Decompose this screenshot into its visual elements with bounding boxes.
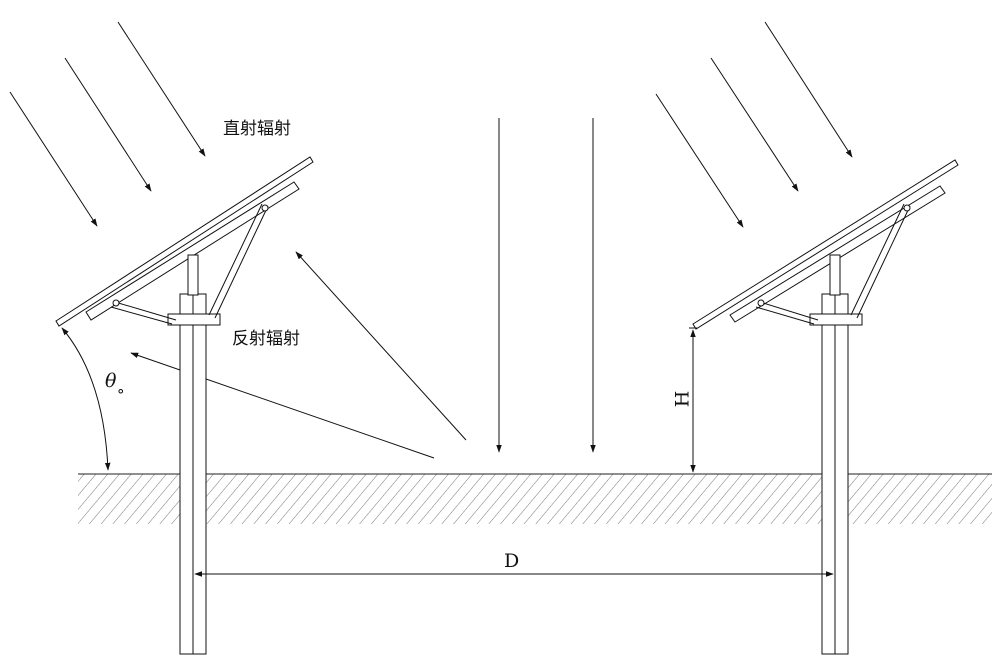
left-solar-panel bbox=[55, 156, 314, 327]
tilt-angle-arc bbox=[61, 327, 111, 471]
right-panel-rail bbox=[729, 185, 946, 323]
right-solar-panel bbox=[692, 159, 959, 330]
right-brace bbox=[856, 205, 911, 319]
sun-ray-arrow bbox=[9, 91, 98, 227]
reflected-radiation-label: 反射辐射 bbox=[232, 329, 300, 349]
direct-radiation-label: 直射辐射 bbox=[223, 119, 291, 139]
sun-ray-arrow bbox=[764, 21, 853, 158]
right-solar-mount bbox=[692, 159, 959, 655]
left-post-cap bbox=[167, 313, 221, 326]
left-panel-rail bbox=[85, 181, 300, 321]
sun-ray-arrow bbox=[117, 21, 206, 157]
left-solar-mount bbox=[55, 156, 314, 655]
direct-radiation-rays bbox=[9, 21, 853, 453]
tilt-angle-unit: ° bbox=[117, 386, 125, 404]
ground bbox=[78, 473, 992, 524]
reflected-ray-arrow bbox=[295, 251, 467, 441]
sun-ray-arrow bbox=[655, 93, 744, 228]
sun-ray-arrow bbox=[64, 57, 152, 192]
right-post-cap bbox=[809, 313, 863, 326]
height-dimension bbox=[689, 327, 697, 473]
tilt-angle-indicator bbox=[61, 327, 111, 471]
reflected-ray-arrow bbox=[130, 352, 435, 459]
tilt-angle-symbol: θ bbox=[105, 370, 117, 392]
row-spacing-label: D bbox=[504, 550, 520, 572]
mount-height-label: H bbox=[671, 390, 694, 408]
spacing-dimension bbox=[192, 566, 836, 582]
sun-ray-arrow bbox=[710, 57, 799, 192]
left-brace bbox=[214, 205, 269, 319]
